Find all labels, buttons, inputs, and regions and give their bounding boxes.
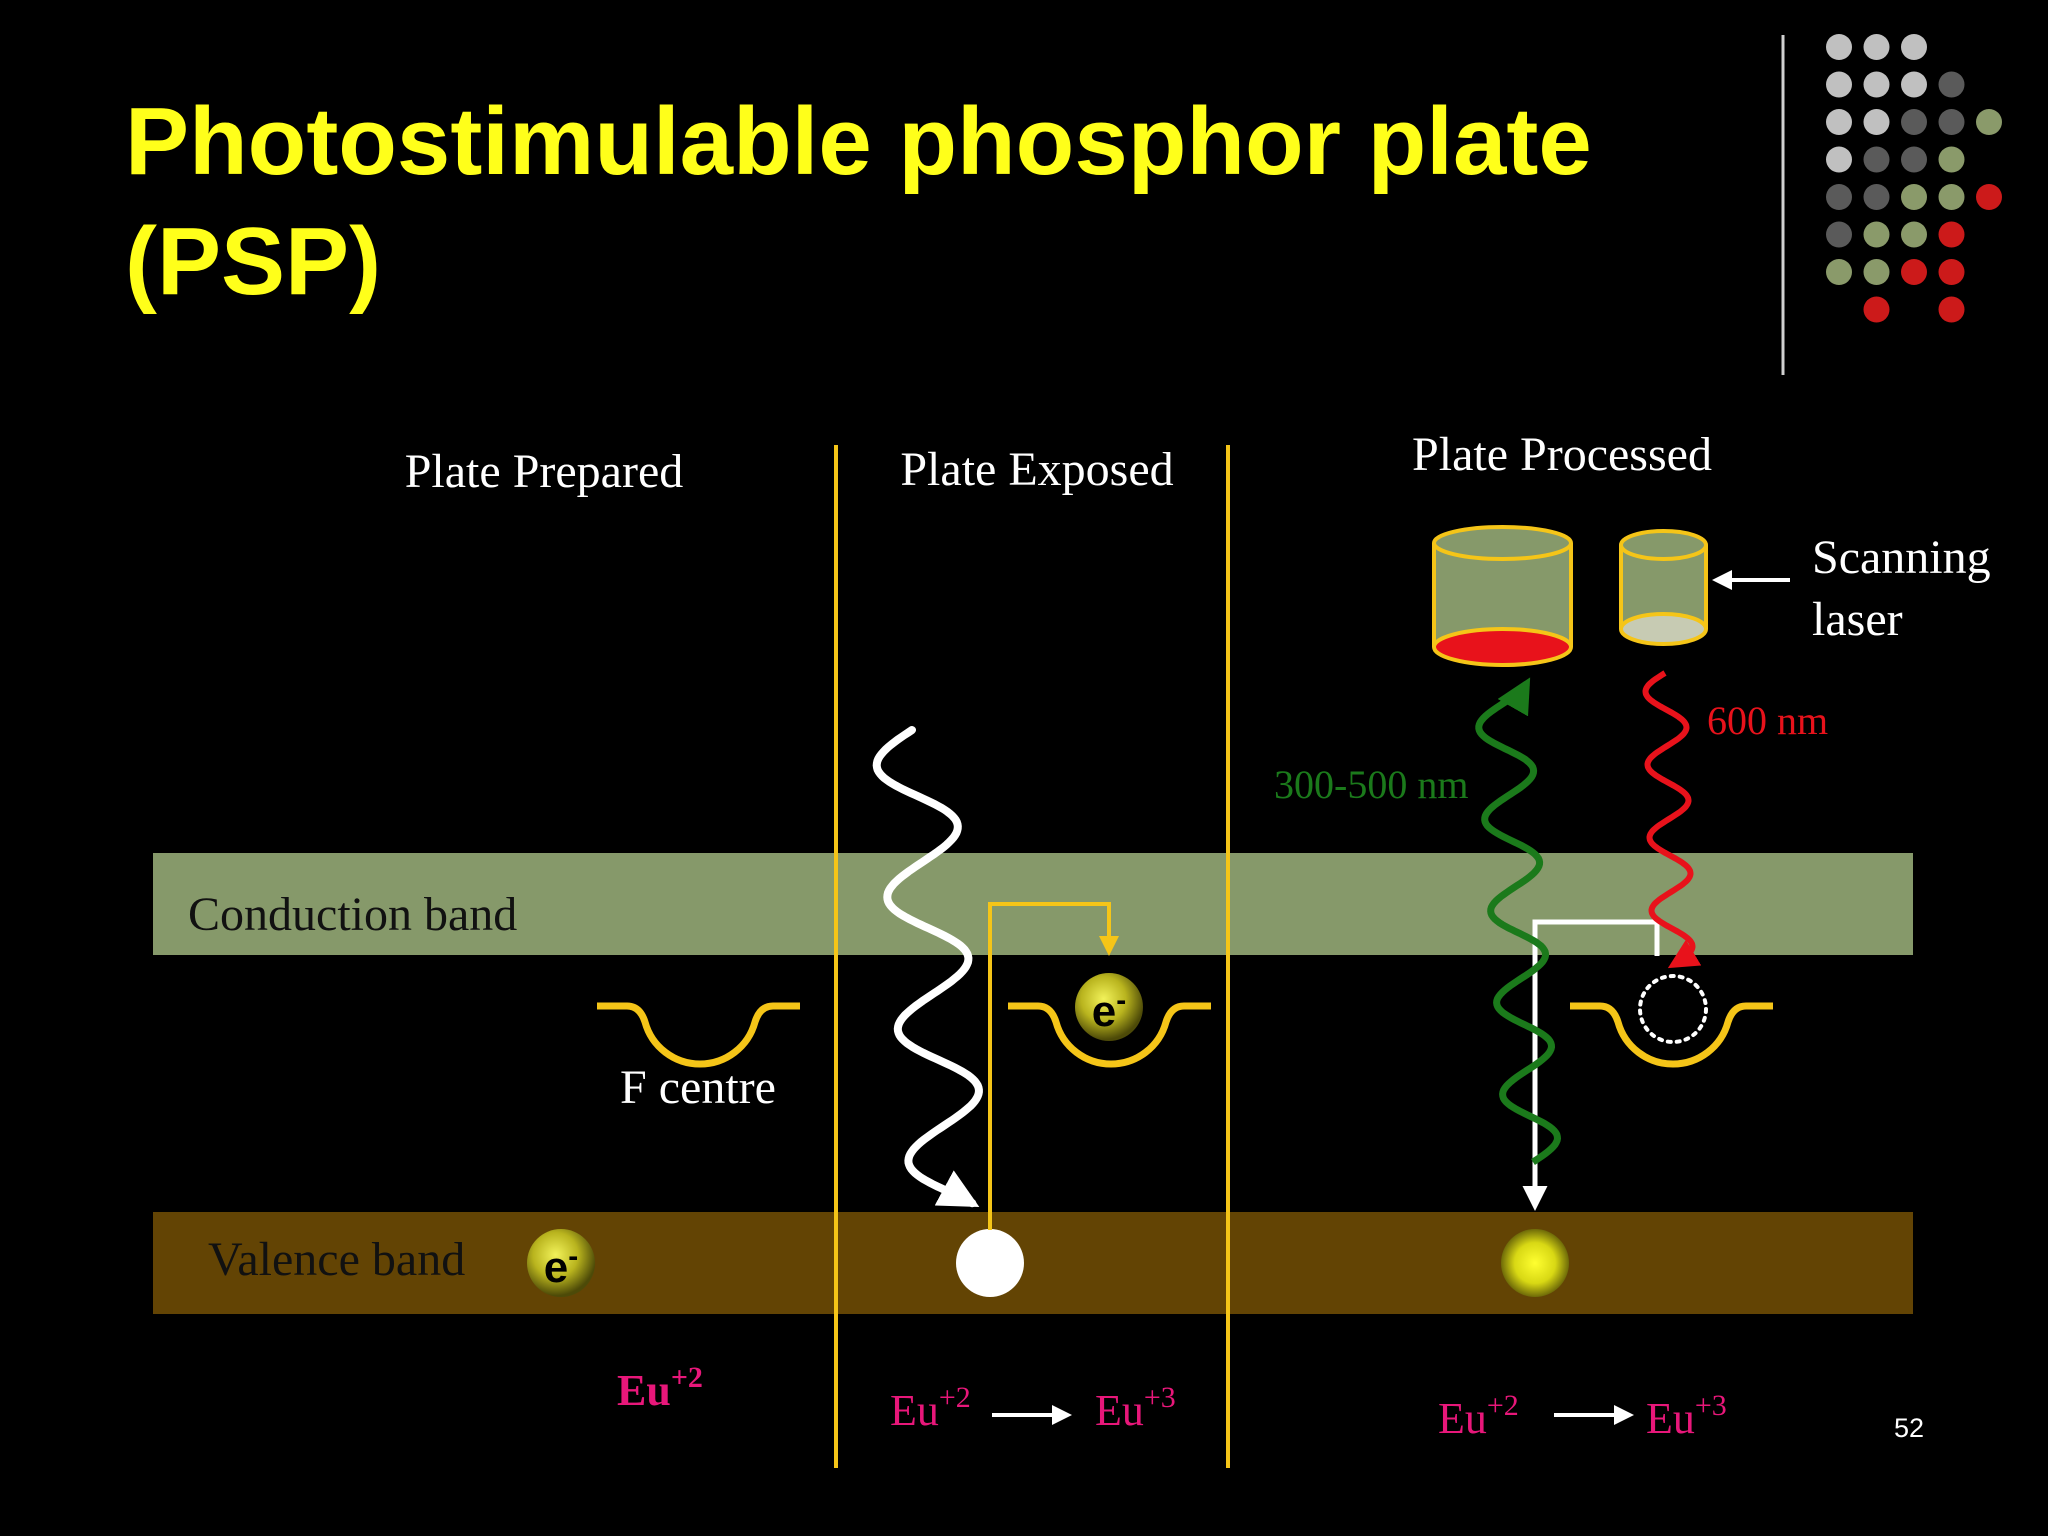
scanning-laser-label-line-1: Scanning <box>1812 531 1991 584</box>
decor-dot <box>1976 184 2002 210</box>
ion-symbol: Eu <box>890 1386 939 1435</box>
decor-dot <box>1938 71 1965 98</box>
decor-dot <box>1826 109 1852 135</box>
recombined-electron-processed <box>1501 1229 1569 1297</box>
f-centre-trap-processed <box>1570 1002 1773 1068</box>
ion-eu2-exposed: Eu+2 <box>890 1381 971 1435</box>
ion-symbol: Eu <box>617 1366 671 1415</box>
electron-symbol: e <box>544 1243 568 1292</box>
scanning-laser-source <box>1619 529 1708 646</box>
decor-dot <box>1938 146 1965 173</box>
f-centre-trap-prepared <box>597 1002 800 1068</box>
valence-band-label: Valence band <box>208 1233 465 1286</box>
ion-charge: +3 <box>1144 1381 1176 1414</box>
f-centre-label: F centre <box>620 1061 776 1114</box>
decor-dot <box>1901 34 1927 60</box>
decor-dot <box>1901 259 1927 285</box>
heading-plate-processed: Plate Processed <box>1412 428 1712 481</box>
title-line-2: (PSP) <box>125 208 382 315</box>
svg-text:e-: e- <box>544 1240 578 1292</box>
decor-dot <box>1826 184 1852 210</box>
decor-dot <box>1863 34 1890 60</box>
decor-dot <box>1826 221 1852 248</box>
ion-eu2-processed: Eu+2 <box>1438 1389 1519 1443</box>
svg-text:e-: e- <box>1092 984 1126 1036</box>
xray-photon-wave <box>872 726 983 1208</box>
ion-eu3-processed: Eu+3 <box>1646 1389 1727 1443</box>
scanning-laser-label-line-2: laser <box>1812 593 1903 646</box>
conduction-band-label: Conduction band <box>188 888 517 941</box>
decor-dot <box>1826 71 1852 98</box>
ion-charge: +2 <box>939 1381 971 1414</box>
slide-number: 52 <box>1894 1413 1924 1443</box>
electron-release-path <box>1522 919 1660 1211</box>
emission-wavelength-label: 300-500 nm <box>1274 762 1468 807</box>
stimulating-light-wave <box>1642 670 1702 969</box>
decorative-dot-grid <box>1826 34 2002 323</box>
decor-dot <box>1938 296 1965 323</box>
stimulation-wavelength-label: 600 nm <box>1707 698 1828 743</box>
ion-symbol: Eu <box>1438 1394 1487 1443</box>
electron-charge: - <box>1116 984 1126 1017</box>
vacated-trap-processed <box>1638 974 1708 1044</box>
decor-dot <box>1863 259 1890 285</box>
f-centre-trap-exposed <box>1008 1002 1211 1068</box>
decor-dot <box>1938 259 1965 285</box>
photodetector <box>1432 525 1573 667</box>
decor-dot <box>1901 221 1927 248</box>
ion-symbol: Eu <box>1646 1394 1695 1443</box>
heading-plate-exposed: Plate Exposed <box>900 443 1173 496</box>
ion-eu2-prepared: Eu+2 <box>617 1361 703 1415</box>
ion-charge: +2 <box>671 1361 703 1394</box>
decor-dot <box>1863 109 1890 135</box>
decor-dot <box>1938 221 1965 248</box>
decor-dot <box>1863 146 1890 173</box>
valence-band <box>153 1212 1913 1314</box>
decor-dot <box>1901 184 1927 210</box>
slide-title: Photostimulable phosphor plate (PSP) <box>125 82 1725 322</box>
electron-charge: - <box>568 1240 578 1273</box>
ion-charge: +3 <box>1695 1389 1727 1422</box>
decor-dot <box>1863 221 1890 248</box>
electron-trapped-exposed: e- <box>1075 973 1143 1041</box>
decor-dot <box>1863 184 1890 210</box>
decor-dot <box>1826 146 1852 173</box>
heading-plate-prepared: Plate Prepared <box>405 445 684 498</box>
ion-eu3-exposed: Eu+3 <box>1095 1381 1176 1435</box>
decor-dot <box>1901 71 1927 98</box>
decor-dot <box>1863 296 1890 323</box>
electron-valence-prepared: e- <box>527 1229 595 1297</box>
ion-charge: +2 <box>1487 1389 1519 1422</box>
decor-dot <box>1863 71 1890 98</box>
decor-dot <box>1938 109 1965 135</box>
hole-exposed <box>956 1229 1024 1297</box>
electron-excitation-path <box>988 902 1119 1230</box>
decor-dot <box>1976 109 2002 135</box>
decor-dot <box>1826 34 1852 60</box>
decor-dot <box>1901 146 1927 173</box>
emitted-light-wave <box>1475 677 1562 1165</box>
title-line-1: Photostimulable phosphor plate <box>125 88 1592 195</box>
decor-dot <box>1826 259 1852 285</box>
decor-dot <box>1901 109 1927 135</box>
electron-symbol: e <box>1092 987 1116 1036</box>
decor-dot <box>1938 184 1965 210</box>
ion-symbol: Eu <box>1095 1386 1144 1435</box>
